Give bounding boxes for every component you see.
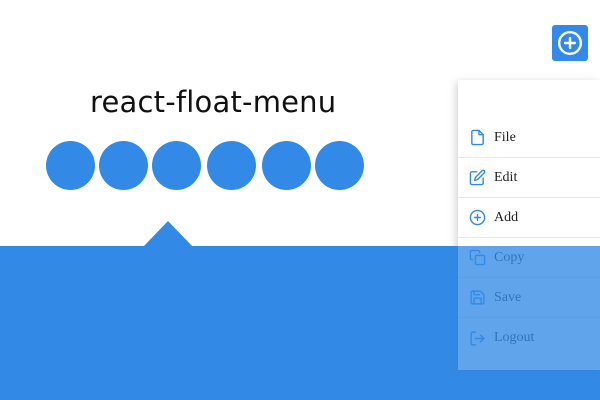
menu-dot-2[interactable] (99, 141, 148, 190)
plus-circle-icon (468, 209, 486, 227)
menu-item-label: Save (494, 289, 522, 305)
menu-item-save[interactable]: Save (458, 278, 600, 318)
float-menu-button[interactable] (552, 25, 588, 61)
menu-dots-row (46, 141, 366, 190)
menu-dot-4[interactable] (207, 141, 256, 190)
menu-item-file[interactable]: File (458, 118, 600, 158)
save-icon (468, 289, 486, 307)
menu-item-label: File (494, 129, 516, 145)
menu-dot-5[interactable] (262, 141, 311, 190)
menu-item-logout[interactable]: Logout (458, 318, 600, 358)
pointer-notch (143, 221, 193, 247)
file-icon (468, 129, 486, 147)
menu-item-label: Copy (494, 249, 525, 265)
float-menu: File Edit Add (458, 80, 600, 370)
menu-list: File Edit Add (458, 118, 600, 358)
menu-dot-1[interactable] (46, 141, 95, 190)
menu-item-copy[interactable]: Copy (458, 238, 600, 278)
menu-item-label: Logout (494, 330, 535, 345)
menu-item-label: Add (494, 209, 519, 225)
menu-item-add[interactable]: Add (458, 198, 600, 238)
menu-dot-6[interactable] (315, 141, 364, 190)
copy-icon (468, 249, 486, 267)
logout-icon (468, 329, 486, 347)
menu-item-label: Edit (494, 169, 518, 185)
menu-item-edit[interactable]: Edit (458, 158, 600, 198)
menu-caret (561, 70, 581, 80)
plus-circle-icon (557, 30, 583, 56)
menu-dot-3[interactable] (152, 141, 201, 190)
edit-icon (468, 169, 486, 187)
page-title: react-float-menu (90, 85, 337, 119)
